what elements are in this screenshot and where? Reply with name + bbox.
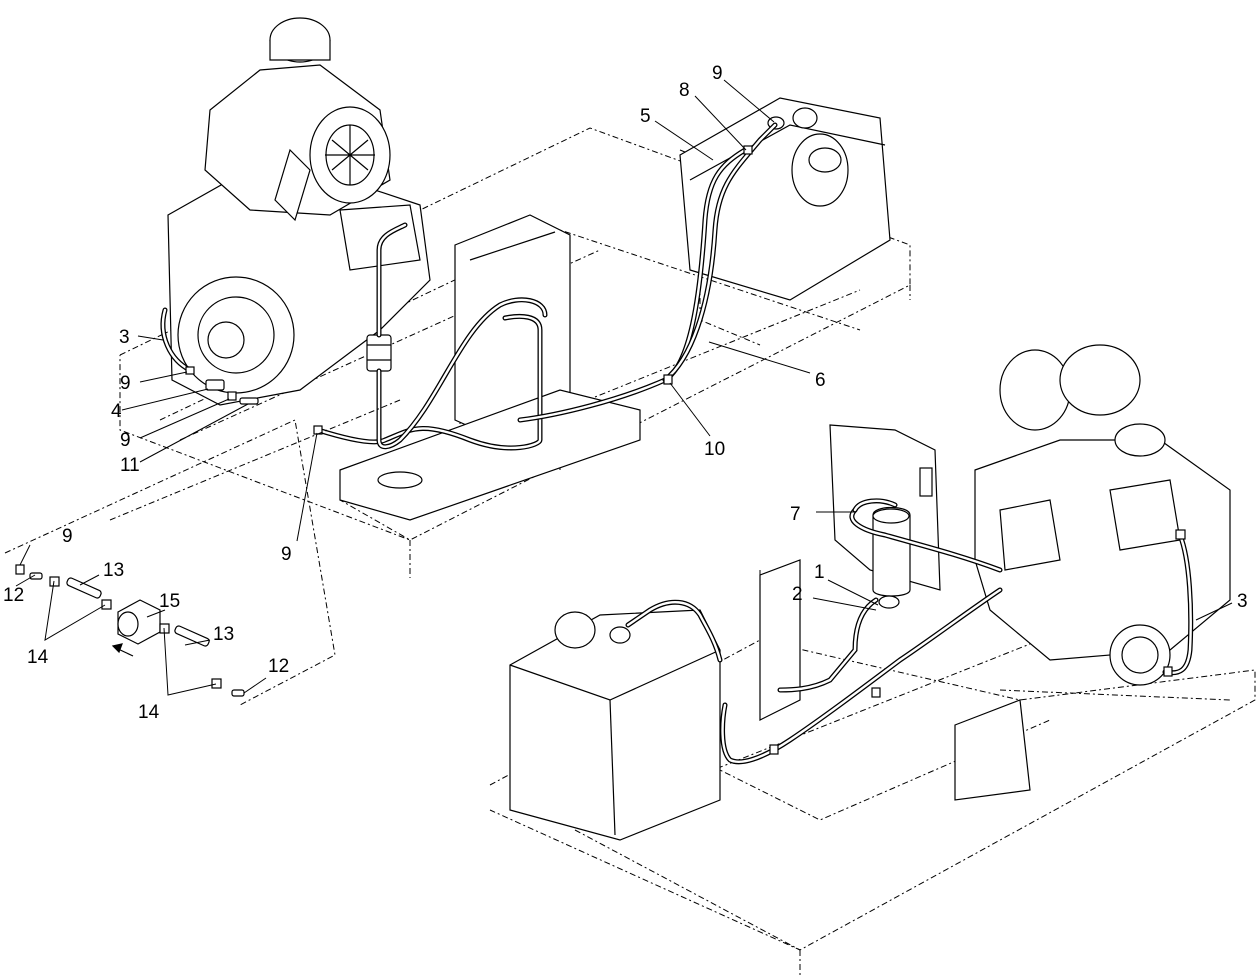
callout-12-detail-b: 12 xyxy=(268,656,289,677)
callout-10-top: 10 xyxy=(704,439,725,460)
callout-5-top: 5 xyxy=(640,106,651,127)
callout-11-top: 11 xyxy=(120,455,140,476)
bottom-fuel-hoses xyxy=(625,498,1194,765)
callout-7-bottom: 7 xyxy=(790,504,801,525)
callout-15-detail: 15 xyxy=(159,591,180,612)
top-fuel-tank xyxy=(679,97,891,301)
callout-8-top: 8 xyxy=(679,80,690,101)
callout-9-detail: 9 xyxy=(62,526,73,547)
leader-lines xyxy=(15,79,1233,696)
top-inline-filter xyxy=(366,334,392,372)
callout-4-top: 4 xyxy=(111,401,122,422)
callouts: 3 9 4 9 11 9 5 8 9 6 10 9 12 13 14 15 13… xyxy=(3,63,1248,723)
top-fuel-hoses xyxy=(160,122,778,451)
flow-direction-arrow xyxy=(111,643,134,657)
filter-detail-parts xyxy=(15,564,245,697)
callout-9-top-b: 9 xyxy=(120,430,131,451)
bottom-fittings xyxy=(769,529,1186,755)
bottom-engine xyxy=(974,344,1231,686)
filter-detail-frame xyxy=(4,399,401,706)
callout-2-bottom: 2 xyxy=(792,584,803,605)
callout-1-bottom: 1 xyxy=(814,562,825,583)
bottom-fuel-filter xyxy=(872,506,911,609)
top-engine xyxy=(167,17,431,406)
callout-9-top-tank: 9 xyxy=(712,63,723,84)
bottom-fuel-tank xyxy=(509,609,721,841)
top-fittings xyxy=(185,145,753,435)
callout-12-detail-a: 12 xyxy=(3,585,24,606)
callout-6-top: 6 xyxy=(815,370,826,391)
callout-14-detail-a: 14 xyxy=(27,647,49,668)
callout-9-top-bottom: 9 xyxy=(281,544,292,565)
callout-13-detail-a: 13 xyxy=(103,560,124,581)
callout-14-detail-b: 14 xyxy=(138,702,160,723)
callout-3-top: 3 xyxy=(119,327,130,348)
callout-9-top-a: 9 xyxy=(120,373,131,394)
callout-13-detail-b: 13 xyxy=(213,624,234,645)
callout-3-bottom: 3 xyxy=(1237,591,1248,612)
